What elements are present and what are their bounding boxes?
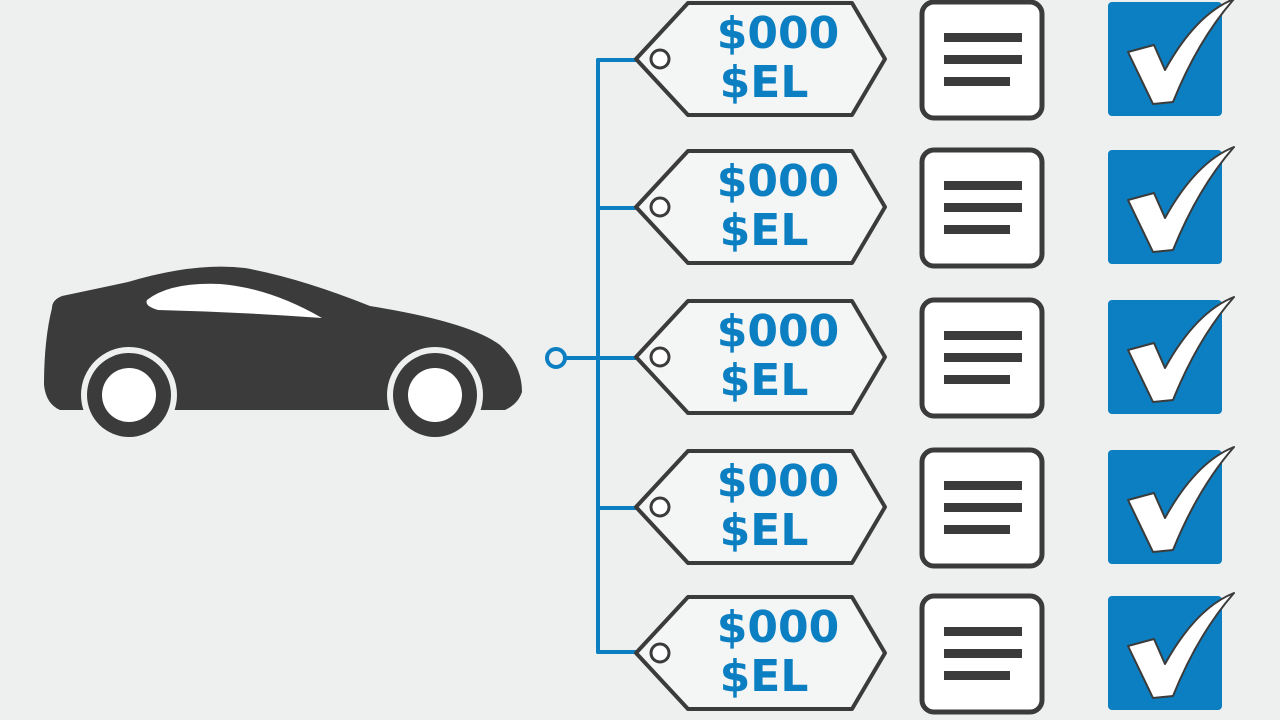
row-2: $000 $EL (634, 146, 1235, 269)
tag-hole (649, 196, 671, 218)
price-tag-1[interactable]: $000 $EL (634, 1, 887, 117)
price-tag-icon (634, 1, 887, 117)
car-front-hubcap (408, 368, 462, 422)
car-icon (44, 266, 522, 443)
price-tag-5[interactable]: $000 $EL (634, 595, 887, 711)
document-lines-icon[interactable] (919, 447, 1045, 569)
row-3: $000 $EL (634, 296, 1235, 419)
price-tag-icon (634, 149, 887, 265)
tag-price: $000 (717, 306, 839, 357)
row-5: $000 $EL (634, 592, 1235, 715)
row-1: $000 $EL (634, 0, 1235, 121)
checkmark-icon[interactable] (1108, 296, 1235, 414)
checkmark-icon[interactable] (1108, 0, 1235, 116)
document-lines-icon[interactable] (919, 0, 1045, 121)
checkmark-icon[interactable] (1108, 592, 1235, 710)
tag-hole (649, 642, 671, 664)
row-4: $000 $EL (634, 446, 1235, 569)
tag-hole (649, 48, 671, 70)
tag-price: $000 (717, 456, 839, 507)
tag-code: $EL (720, 505, 809, 556)
checkmark-icon[interactable] (1108, 446, 1235, 564)
tag-price: $000 (717, 8, 839, 59)
document-lines-icon[interactable] (919, 297, 1045, 419)
tag-code: $EL (720, 651, 809, 702)
price-tag-2[interactable]: $000 $EL (634, 149, 887, 265)
checkmark-icon[interactable] (1108, 146, 1235, 264)
car-rear-hubcap (102, 368, 156, 422)
price-tag-icon (634, 299, 887, 415)
price-tag-icon (634, 449, 887, 565)
document-lines-icon[interactable] (919, 147, 1045, 269)
tag-code: $EL (720, 355, 809, 406)
price-tag-4[interactable]: $000 $EL (634, 449, 887, 565)
tag-code: $EL (720, 57, 809, 108)
tag-code: $EL (720, 205, 809, 256)
car-window (146, 283, 322, 318)
connector-node-icon (545, 347, 567, 369)
tag-hole (649, 496, 671, 518)
tag-price: $000 (717, 156, 839, 207)
price-tag-icon (634, 595, 887, 711)
document-lines-icon[interactable] (919, 593, 1045, 715)
tag-hole (649, 346, 671, 368)
tag-price: $000 (717, 602, 839, 653)
price-tag-3[interactable]: $000 $EL (634, 299, 887, 415)
